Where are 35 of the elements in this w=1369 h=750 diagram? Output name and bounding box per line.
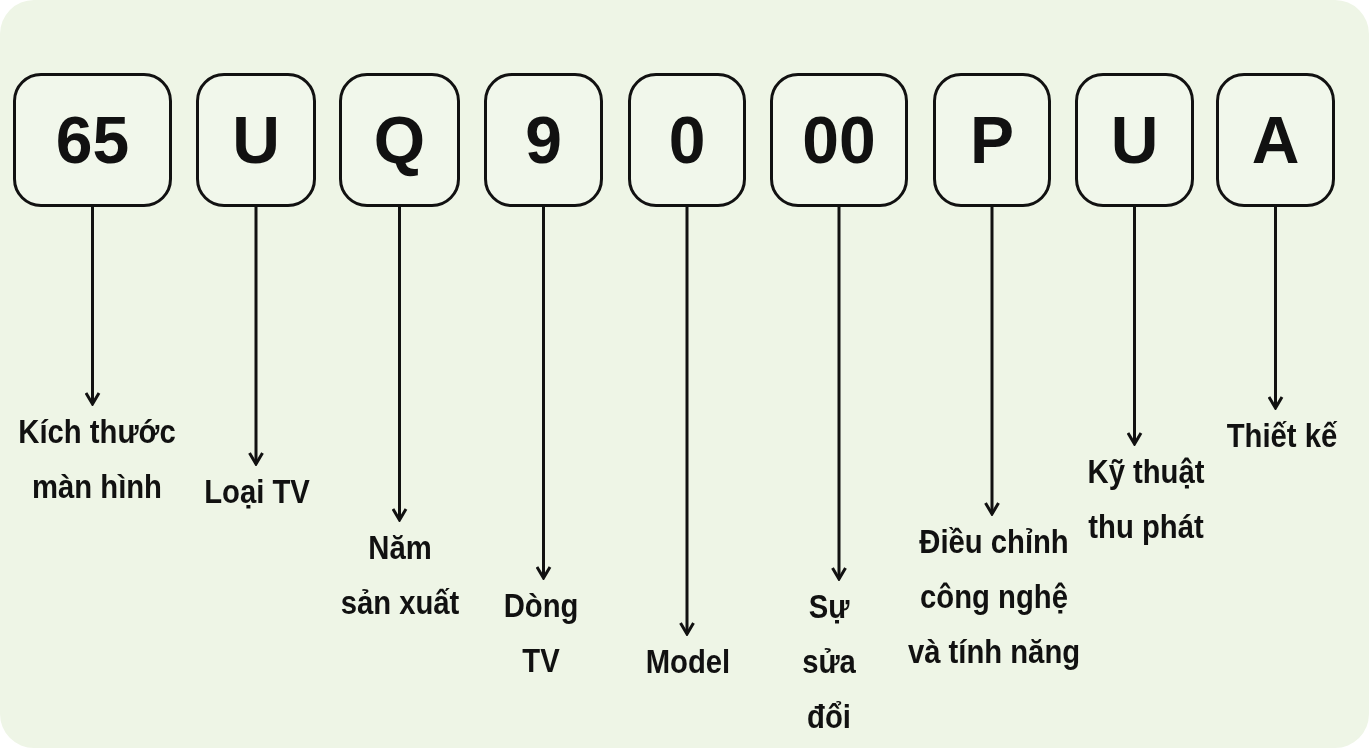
- description-text: Thiết kế: [1226, 408, 1338, 463]
- code-box: [339, 73, 460, 207]
- arrow: [535, 207, 552, 580]
- code-box: [1075, 73, 1194, 207]
- code-segment-text: U: [232, 107, 280, 173]
- arrow: [679, 207, 695, 636]
- code-segment-text: A: [1251, 107, 1300, 173]
- code-box: [13, 73, 172, 207]
- arrow: [248, 207, 264, 466]
- description-text: Năm sản xuất: [340, 520, 460, 630]
- code-box: [628, 73, 746, 207]
- code-box: [1216, 73, 1335, 207]
- description-text: Kỹ thuật thu phát: [1087, 444, 1205, 554]
- code-box: [933, 73, 1051, 207]
- arrow: [391, 207, 408, 522]
- description-text: Dòng TV: [503, 578, 579, 688]
- code-segment-text: U: [1110, 107, 1159, 173]
- arrow: [984, 207, 1000, 516]
- description-text: Loại TV: [204, 464, 310, 519]
- description-text: Kích thước màn hình: [18, 404, 176, 514]
- code-box: [484, 73, 603, 207]
- code-segment-text: P: [970, 107, 1014, 173]
- code-segment-text: 0: [668, 107, 706, 173]
- arrow: [1126, 207, 1143, 446]
- description-text: Model: [645, 634, 731, 689]
- code-segment-text: 00: [802, 107, 876, 173]
- code-box: [770, 73, 908, 207]
- arrow: [831, 207, 847, 581]
- code-box: [196, 73, 316, 207]
- description-text: Sự sửa đổi: [802, 579, 856, 744]
- arrow: [1267, 207, 1284, 410]
- arrow: [84, 207, 101, 406]
- description-text: Điều chỉnh công nghệ và tính năng: [907, 514, 1081, 679]
- code-segment-text: 9: [525, 107, 562, 173]
- code-segment-text: 65: [55, 107, 130, 173]
